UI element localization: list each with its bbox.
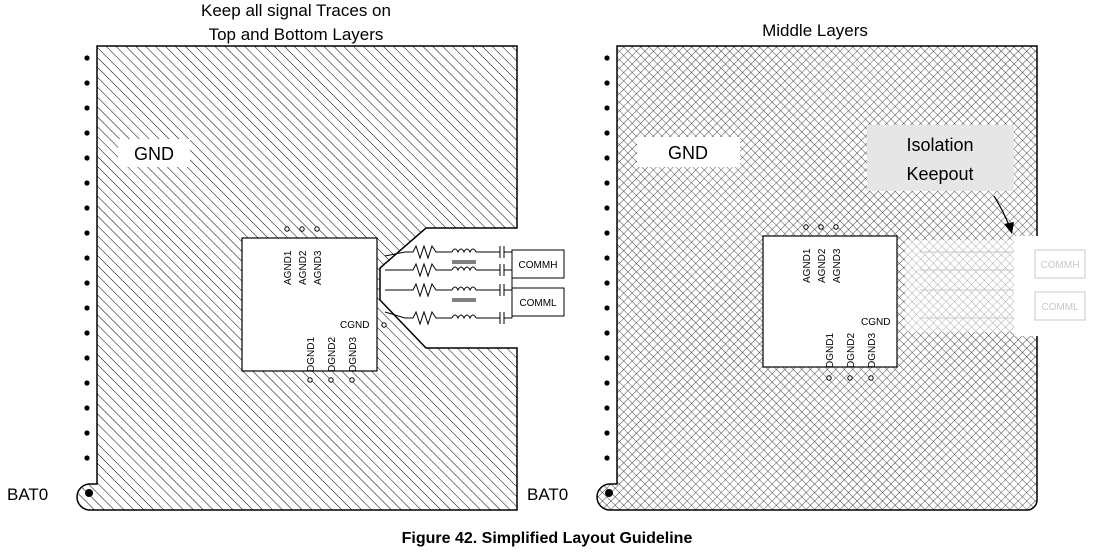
ghost-filter-clear-area <box>905 240 1017 332</box>
left-bottom-pin-vias <box>307 377 355 383</box>
left-gnd-label-bg <box>118 139 190 167</box>
right-title: Middle Layers <box>762 21 868 40</box>
right-pin-dgnd2: DGND2 <box>846 333 857 368</box>
right-gnd-label-bg <box>637 137 740 167</box>
left-connector-comml <box>511 287 565 317</box>
right-pin-dgnd3: DGND3 <box>867 333 878 368</box>
right-gnd-label: GND <box>668 143 708 163</box>
right-pin-dgnd1: DGND1 <box>825 333 836 368</box>
left-bat-label: BAT0 <box>7 485 48 504</box>
left-connector-commh <box>511 249 565 279</box>
left-filter-network <box>384 244 513 326</box>
left-bat-via <box>85 489 93 497</box>
left-pin-dgnd3: DGND3 <box>348 337 359 372</box>
right-bat-via <box>605 489 613 497</box>
isolation-keepout-line1: Isolation <box>906 135 973 155</box>
left-pin-agnd3: AGND3 <box>313 250 324 285</box>
right-connector-comml-label: COMML <box>1041 302 1079 313</box>
right-pin-agnd3: AGND3 <box>832 248 843 283</box>
right-bat-label: BAT0 <box>527 485 568 504</box>
left-gnd-label: GND <box>134 144 174 164</box>
left-pin-cgnd: CGND <box>340 320 369 331</box>
right-connector-comml <box>1034 291 1086 321</box>
left-title-line1: Keep all signal Traces on <box>201 1 391 20</box>
right-connector-commh-label: COMMH <box>1041 260 1080 271</box>
left-top-pin-vias <box>284 226 320 232</box>
right-pin-agnd2: AGND2 <box>817 248 828 283</box>
left-title-line2: Top and Bottom Layers <box>209 25 384 44</box>
right-pin-agnd1: AGND1 <box>802 248 813 283</box>
left-ic-body <box>241 237 378 372</box>
left-cgnd-via <box>381 322 387 328</box>
left-connector-commh-label: COMMH <box>519 260 558 271</box>
isolation-keepout-line2: Keepout <box>906 164 973 184</box>
left-pin-agnd2: AGND2 <box>298 250 309 285</box>
right-via-column <box>604 55 610 461</box>
isolation-arrow-head <box>1004 222 1014 234</box>
right-pin-cgnd: CGND <box>861 317 890 328</box>
left-connector-comml-label: COMML <box>519 298 557 309</box>
right-connector-commh <box>1034 249 1086 279</box>
right-bottom-pin-vias <box>826 375 874 381</box>
left-pin-dgnd1: DGND1 <box>306 337 317 372</box>
right-ic-body <box>762 235 898 368</box>
right-panel: Middle Layers GND BAT0 Isolation Keepout… <box>527 21 1086 511</box>
left-pin-agnd1: AGND1 <box>283 250 294 285</box>
left-pin-dgnd2: DGND2 <box>327 337 338 372</box>
isolation-keepout-label-bg <box>867 125 1014 191</box>
right-top-pin-vias <box>803 224 839 230</box>
left-via-column <box>84 55 90 461</box>
figure-caption: Figure 42. Simplified Layout Guideline <box>402 530 693 547</box>
left-panel: Keep all signal Traces on Top and Bottom… <box>7 1 565 511</box>
